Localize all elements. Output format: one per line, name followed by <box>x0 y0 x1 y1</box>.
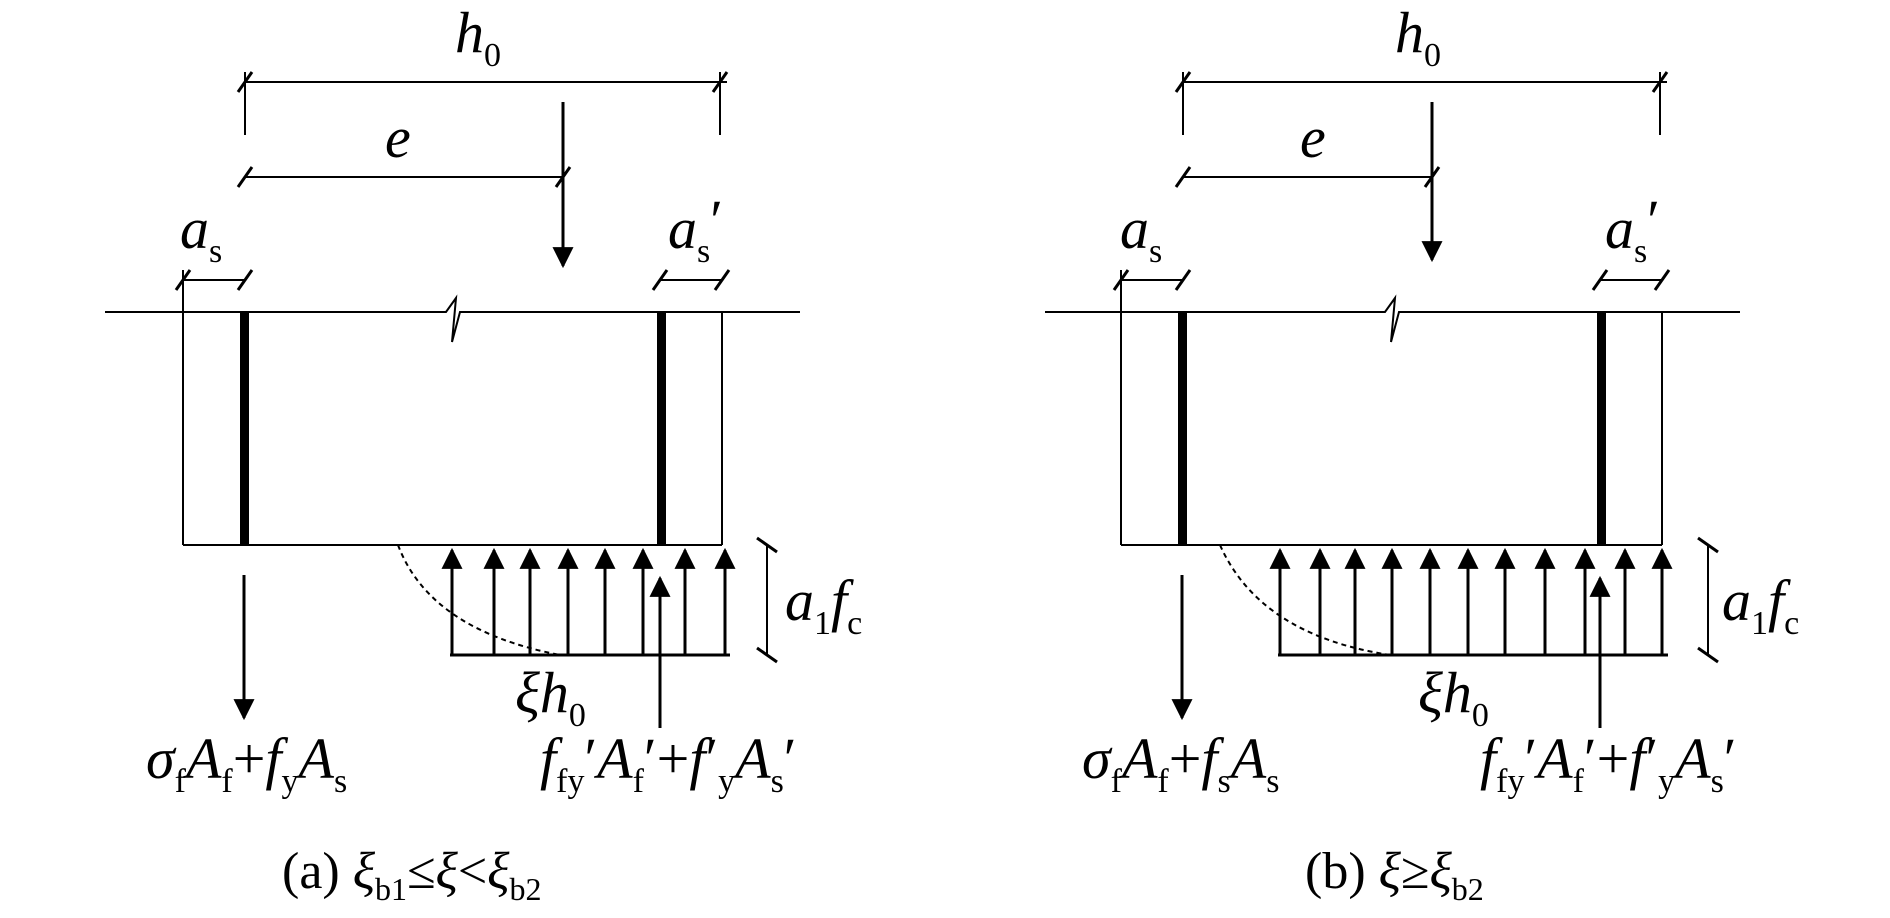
h0-label: h0 <box>1395 0 1441 74</box>
as-prime-label: as′ <box>1605 188 1660 270</box>
section-top-edge <box>1045 294 1740 343</box>
as-right-tick <box>236 269 254 291</box>
h0-right-tick <box>1651 71 1669 93</box>
as-right-tick <box>1174 269 1192 291</box>
a1fc-label: a1fc <box>785 568 862 642</box>
compression-force-label: ffy′Af′+f′yAs′ <box>540 726 796 800</box>
h0-left-tick <box>236 71 254 93</box>
as-prime-label: as′ <box>668 188 723 270</box>
stress-curve-dashed <box>1219 544 1391 656</box>
caption-b: (b) ξ≥ξb2 <box>1305 843 1484 907</box>
a1fc-bottom-tick <box>1697 646 1719 664</box>
h0-label: h0 <box>455 0 501 74</box>
stress-block-arrows <box>441 547 736 655</box>
as-label: as <box>1120 196 1162 270</box>
as-prime-left-tick <box>651 269 669 291</box>
caption-a: (a) ξb1≤ξ<ξb2 <box>282 843 541 907</box>
a1fc-top-tick <box>756 536 778 554</box>
h0-right-tick <box>711 71 729 93</box>
xih0-label: ξh0 <box>515 660 586 734</box>
e-left-tick <box>236 166 254 188</box>
a1fc-bottom-tick <box>756 646 778 664</box>
e-label: e <box>385 105 411 170</box>
a1fc-label: a1fc <box>1722 568 1799 642</box>
stress-curve-dashed <box>397 544 561 656</box>
tension-force-label: σfAf+fsAs <box>1082 726 1279 800</box>
as-prime-right-tick <box>713 269 731 291</box>
e-label: e <box>1300 105 1326 170</box>
compression-rebar <box>1597 312 1606 545</box>
tension-force-label: σfAf+fyAs <box>146 726 347 800</box>
as-prime-left-tick <box>1591 269 1609 291</box>
panel-a: h0 e as as′ <box>105 0 862 907</box>
as-prime-right-tick <box>1653 269 1671 291</box>
stress-block-arrows <box>1269 547 1673 655</box>
e-left-tick <box>1174 166 1192 188</box>
xih0-label: ξh0 <box>1418 660 1489 734</box>
compression-rebar <box>657 312 666 545</box>
compression-force-label: ffy′Af′+f′yAs′ <box>1480 726 1736 800</box>
tension-rebar <box>1178 312 1187 545</box>
panel-b: h0 e as as′ <box>1045 0 1799 907</box>
h0-left-tick <box>1174 71 1192 93</box>
section-top-edge <box>105 294 800 343</box>
tension-rebar <box>240 312 249 545</box>
as-label: as <box>180 196 222 270</box>
a1fc-top-tick <box>1697 536 1719 554</box>
